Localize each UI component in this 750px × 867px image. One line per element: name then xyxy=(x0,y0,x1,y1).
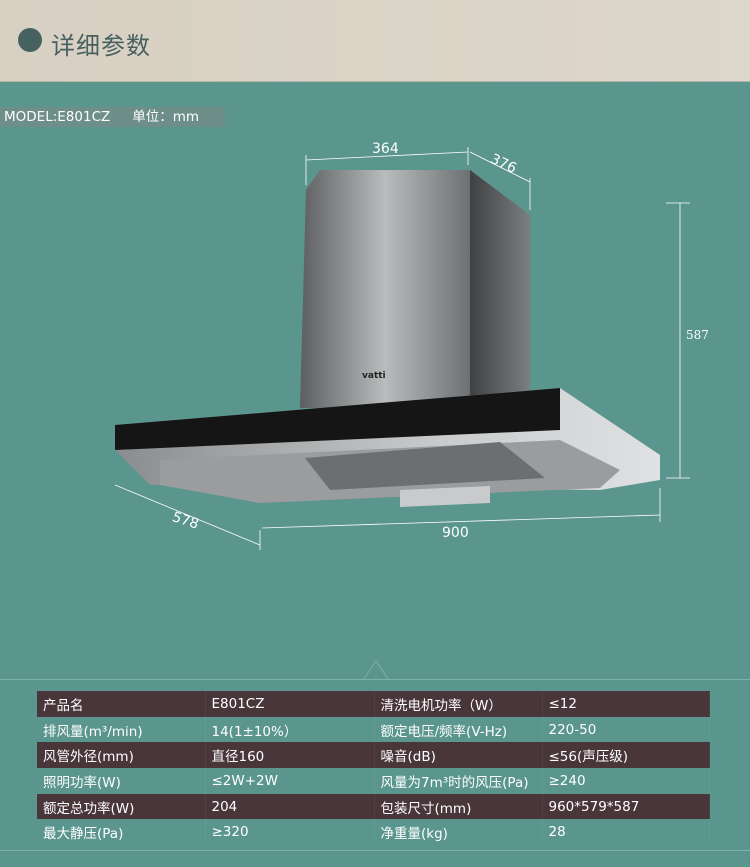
chimney xyxy=(300,170,530,408)
canopy xyxy=(115,388,660,507)
brand-logo: vatti xyxy=(362,371,386,381)
dim-top-width: 364 xyxy=(372,141,399,157)
notch-marker xyxy=(363,660,389,681)
model-label: MODEL:E801CZ 单位：mm xyxy=(0,107,226,127)
unit-label: 单位：mm xyxy=(132,109,200,125)
dim-height: 587 xyxy=(686,328,709,342)
model-number: MODEL:E801CZ xyxy=(4,109,111,125)
spec-panel xyxy=(0,679,750,867)
table-row: 排风量(m³/min)14(1±10%）额定电压/频率(V-Hz)220-50 xyxy=(37,716,710,743)
dim-width: 900 xyxy=(442,525,469,541)
section-header: 详细参数 xyxy=(0,0,750,82)
dimension-lines xyxy=(114,147,690,550)
divider xyxy=(0,850,750,851)
range-hood-diagram: vatti xyxy=(114,147,690,550)
bullet-icon xyxy=(18,28,42,52)
page-title: 详细参数 xyxy=(51,32,151,60)
